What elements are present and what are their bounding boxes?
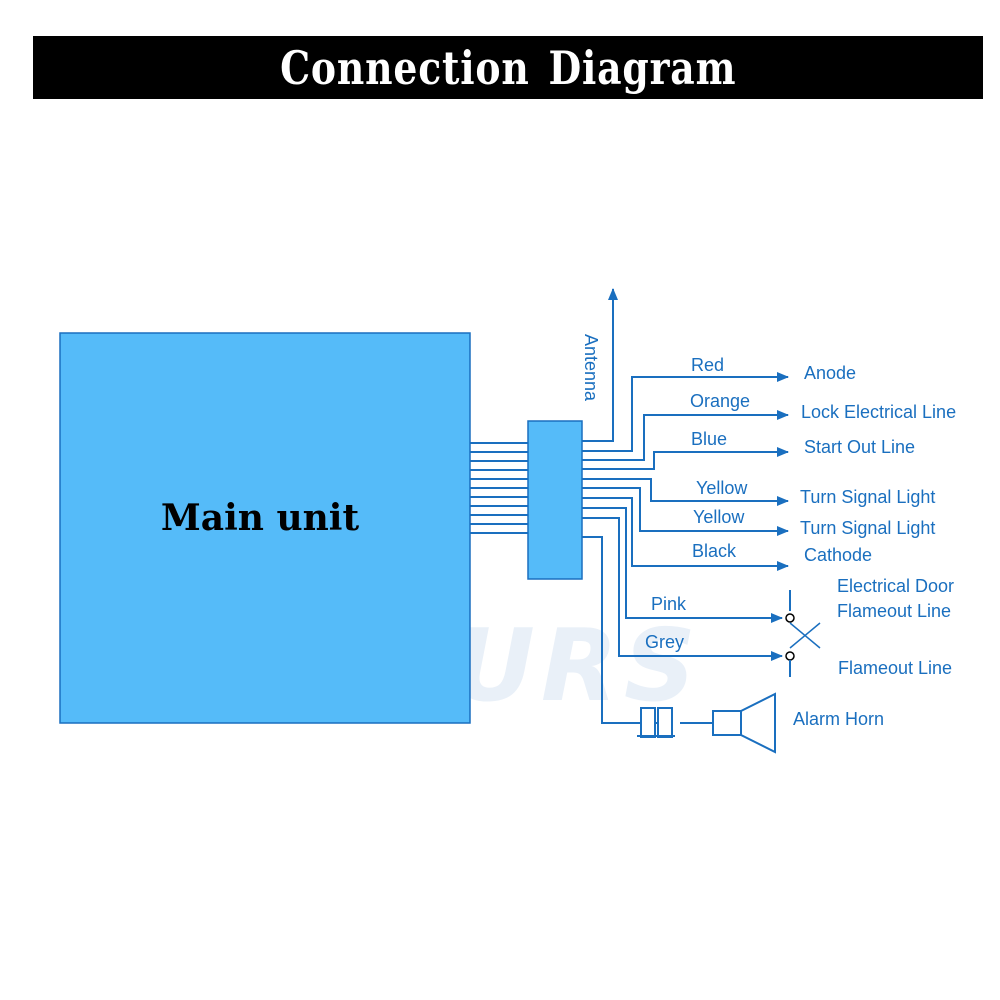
target-turn-signal-1-label: Turn Signal Light (800, 487, 935, 507)
page-title: Connection Diagram (279, 40, 737, 95)
main-unit-box (59, 332, 471, 724)
wire-bundle (470, 442, 528, 534)
target-flameout-label: Flameout Line (838, 658, 952, 678)
wire-grey-label: Grey (645, 632, 684, 652)
target-anode-label: Anode (804, 363, 856, 383)
wire-pink-label: Pink (651, 594, 687, 614)
main-unit-label: Main unit (161, 497, 360, 539)
wire-grey (582, 517, 783, 661)
wire-yellow-2 (582, 487, 789, 536)
title-banner: Connection Diagram (33, 36, 983, 99)
wire-black (582, 497, 789, 571)
target-door-flameout-label-1: Electrical Door (837, 576, 954, 596)
alarm-horn-icon (712, 692, 776, 754)
wire-yellow-2-label: Yellow (693, 507, 745, 527)
target-cathode-label: Cathode (804, 545, 872, 565)
wire-red-label: Red (691, 355, 724, 375)
alarm-horn-wire (582, 536, 713, 724)
fuse-icon (637, 707, 675, 738)
wire-yellow-1 (582, 478, 789, 506)
target-turn-signal-2-label: Turn Signal Light (800, 518, 935, 538)
wire-orange-label: Orange (690, 391, 750, 411)
wire-orange (582, 410, 789, 461)
alarm-horn-label: Alarm Horn (793, 709, 884, 729)
target-door-flameout-label-2: Flameout Line (837, 601, 951, 621)
connector-block (527, 420, 583, 580)
target-lock-label: Lock Electrical Line (801, 402, 956, 422)
wire-blue (582, 447, 789, 470)
wire-blue-label: Blue (691, 429, 727, 449)
wire-black-label: Black (692, 541, 737, 561)
wire-red (582, 372, 789, 452)
target-start-label: Start Out Line (804, 437, 915, 457)
wire-pink (582, 507, 783, 623)
wire-yellow-1-label: Yellow (696, 478, 748, 498)
switch-symbol (785, 590, 821, 677)
antenna-wire (582, 288, 618, 442)
antenna-label: Antenna (581, 334, 601, 402)
